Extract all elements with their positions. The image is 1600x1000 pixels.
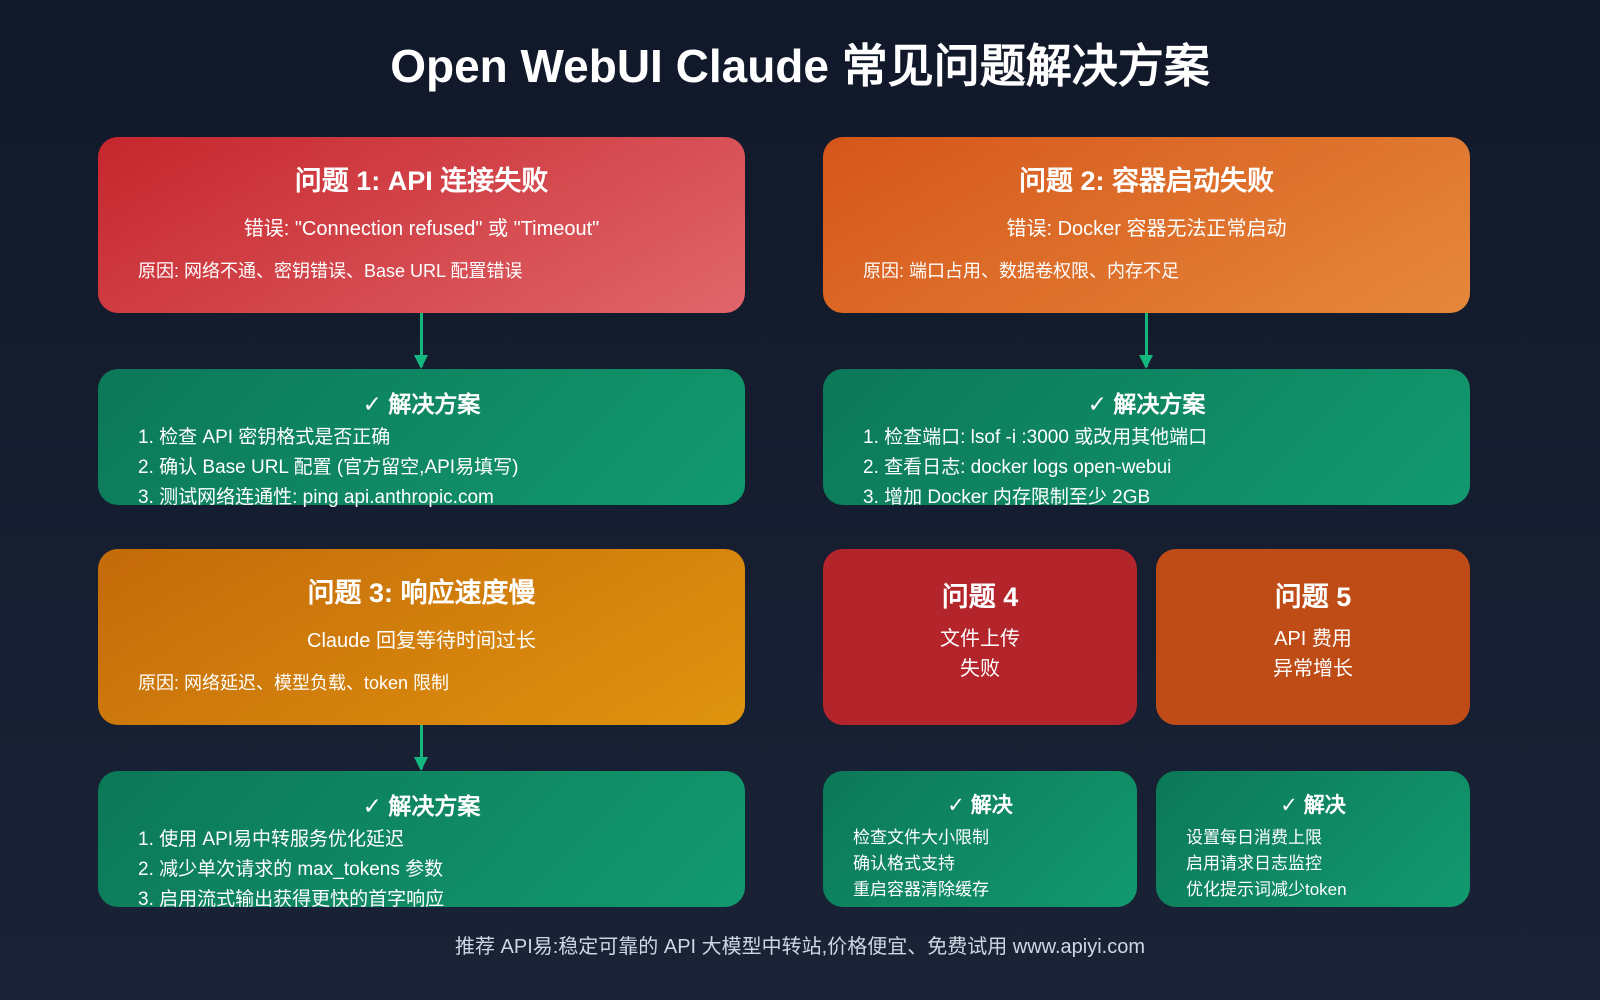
problem-heading: 问题 2: 容器启动失败 (1018, 166, 1274, 196)
solution-step: 1. 检查 API 密钥格式是否正确 (138, 427, 391, 448)
problem-description: 失败 (960, 658, 1000, 680)
solution-heading: ✓ 解决方案 (362, 793, 481, 819)
problem-heading: 问题 5 (1274, 582, 1352, 612)
problem-card-5: 问题 5 API 费用 异常增长 (1156, 549, 1470, 725)
arrow-down (1139, 313, 1153, 369)
solution-step: 2. 确认 Base URL 配置 (官方留空,API易填写) (138, 457, 519, 478)
solution-step: 设置每日消费上限 (1186, 828, 1322, 847)
solution-step: 启用请求日志监控 (1186, 854, 1322, 873)
problem-description: 文件上传 (940, 628, 1020, 650)
solution-step: 优化提示词减少token (1186, 880, 1347, 899)
solution-heading: ✓ 解决 (947, 794, 1013, 817)
solution-step: 确认格式支持 (853, 854, 955, 873)
problem-error: 错误: "Connection refused" 或 "Timeout" (243, 218, 600, 240)
problem-cause: 原因: 网络延迟、模型负载、token 限制 (138, 673, 450, 693)
footer-recommendation: 推荐 API易:稳定可靠的 API 大模型中转站,价格便宜、免费试用 www.a… (454, 936, 1146, 958)
solution-card-5: ✓ 解决 设置每日消费上限 启用请求日志监控 优化提示词减少token (1156, 771, 1470, 907)
arrow-down (414, 313, 428, 369)
problem-description: API 费用 (1274, 628, 1352, 650)
problem-heading: 问题 3: 响应速度慢 (307, 578, 536, 608)
solution-step: 3. 测试网络连通性: ping api.anthropic.com (138, 487, 494, 508)
solution-card-3: ✓ 解决方案 1. 使用 API易中转服务优化延迟 2. 减少单次请求的 max… (98, 771, 745, 910)
arrow-down (414, 725, 428, 771)
problem-card-4: 问题 4 文件上传 失败 (823, 549, 1137, 725)
problem-card-3: 问题 3: 响应速度慢 Claude 回复等待时间过长 原因: 网络延迟、模型负… (98, 549, 745, 725)
solution-heading: ✓ 解决方案 (1087, 391, 1206, 417)
solution-step: 1. 使用 API易中转服务优化延迟 (138, 829, 405, 850)
solution-card-2: ✓ 解决方案 1. 检查端口: lsof -i :3000 或改用其他端口 2.… (823, 369, 1470, 508)
solution-step: 3. 启用流式输出获得更快的首字响应 (138, 889, 445, 910)
problem-card-1: 问题 1: API 连接失败 错误: "Connection refused" … (98, 137, 745, 313)
problem-description: 异常增长 (1273, 658, 1353, 680)
problem-cause: 原因: 网络不通、密钥错误、Base URL 配置错误 (138, 261, 523, 281)
solution-card-1: ✓ 解决方案 1. 检查 API 密钥格式是否正确 2. 确认 Base URL… (98, 369, 745, 508)
problem-heading: 问题 4 (941, 582, 1019, 612)
solution-heading: ✓ 解决 (1280, 794, 1346, 817)
solution-step: 检查文件大小限制 (853, 828, 989, 847)
solution-step: 3. 增加 Docker 内存限制至少 2GB (863, 487, 1151, 508)
problem-error: 错误: Docker 容器无法正常启动 (1006, 218, 1287, 240)
problem-description: Claude 回复等待时间过长 (307, 630, 536, 652)
solution-card-4: ✓ 解决 检查文件大小限制 确认格式支持 重启容器清除缓存 (823, 771, 1137, 907)
solution-heading: ✓ 解决方案 (362, 391, 481, 417)
problem-cause: 原因: 端口占用、数据卷权限、内存不足 (863, 261, 1180, 281)
solution-step: 重启容器清除缓存 (853, 880, 989, 899)
solution-step: 1. 检查端口: lsof -i :3000 或改用其他端口 (863, 427, 1208, 448)
solution-step: 2. 查看日志: docker logs open-webui (863, 457, 1172, 478)
problem-card-2: 问题 2: 容器启动失败 错误: Docker 容器无法正常启动 原因: 端口占… (823, 137, 1470, 313)
page-title: Open WebUI Claude 常见问题解决方案 (390, 40, 1210, 92)
solution-step: 2. 减少单次请求的 max_tokens 参数 (138, 859, 444, 880)
problem-heading: 问题 1: API 连接失败 (294, 166, 549, 196)
